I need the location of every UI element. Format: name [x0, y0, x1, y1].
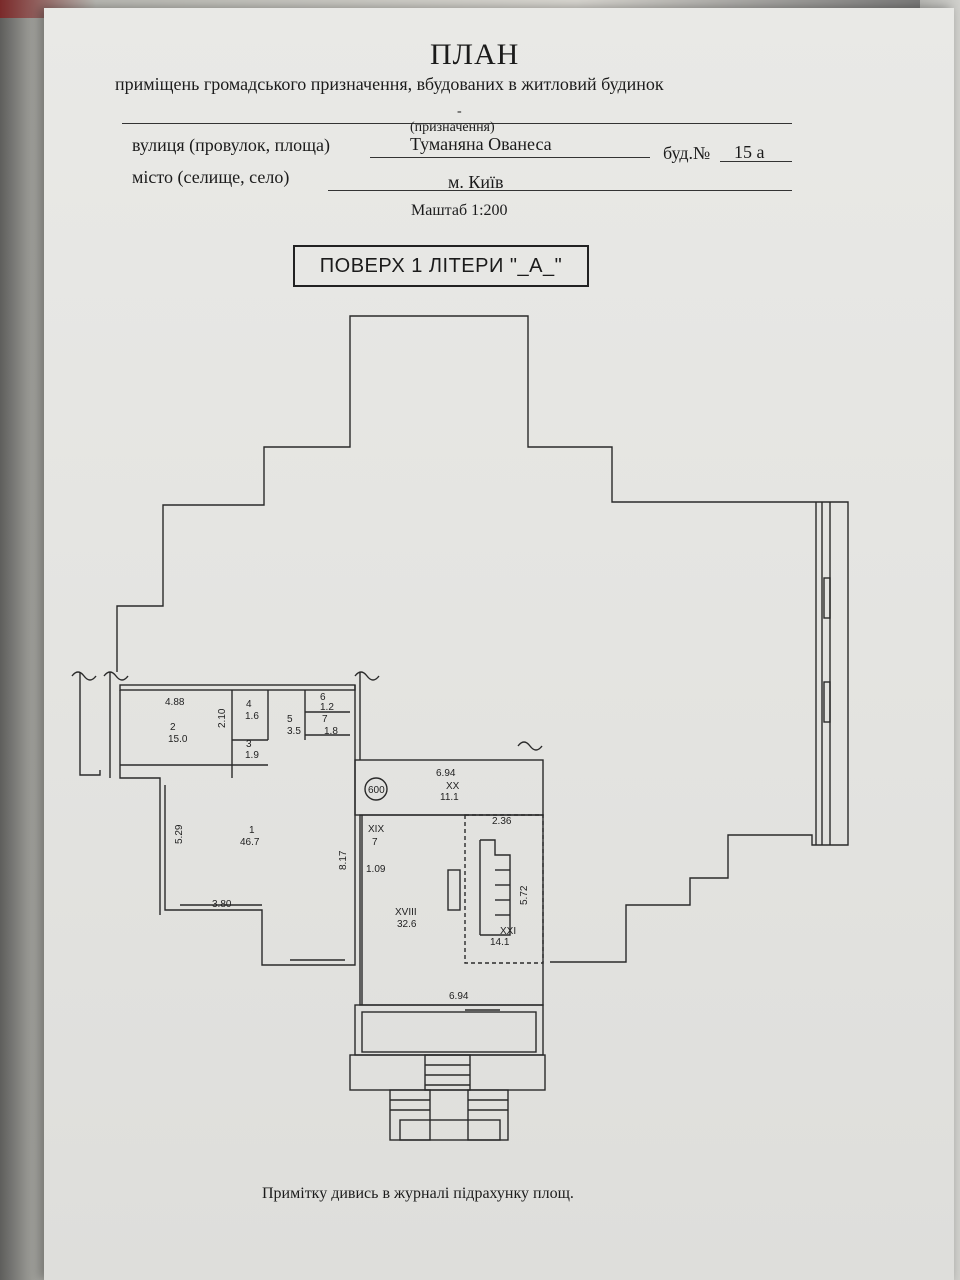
room-area: 11.1 [440, 792, 459, 803]
plan-title: ПЛАН [430, 38, 520, 71]
plan-subtitle: приміщень громадського призначення, вбуд… [115, 74, 664, 94]
room-area: 32.6 [397, 919, 417, 930]
dim-label: 2.10 [217, 708, 228, 728]
room-area: 1.6 [245, 711, 259, 722]
backdrop-left [0, 0, 52, 1280]
dim-label: 3.80 [212, 899, 232, 910]
dim-label: 6.94 [449, 991, 469, 1002]
building-label: буд.№ [663, 143, 711, 163]
room-area: 15.0 [168, 734, 188, 745]
street-underline [370, 157, 650, 158]
building-underline [720, 161, 792, 162]
marker-label: 600 [368, 785, 385, 796]
room-area: 7 [372, 837, 378, 848]
dim-label: 8.17 [338, 850, 349, 870]
city-value: м. Київ [448, 172, 504, 192]
wall [119, 690, 161, 915]
dim-label: 1.09 [366, 864, 386, 875]
footer-note: Примітку дивись в журналі підрахунку пло… [262, 1185, 574, 1202]
floor-label: ПОВЕРХ 1 ЛІТЕРИ "_А_" [293, 245, 589, 287]
room-area: 1.8 [324, 726, 338, 737]
room-area: 3.5 [287, 726, 301, 737]
wall [164, 785, 356, 966]
room-area: 46.7 [240, 837, 260, 848]
purpose-underline [122, 123, 792, 124]
room-number: 7 [322, 714, 328, 725]
building-outline-right [550, 501, 849, 963]
dim-label: 6.94 [436, 768, 456, 779]
room-number: 1 [249, 825, 255, 836]
street-value: Туманяна Ованеса [410, 134, 552, 154]
room-number: XX [446, 781, 460, 792]
dim-label: 5.29 [174, 824, 185, 844]
dim-label: 4.88 [165, 697, 185, 708]
room-number: 5 [287, 714, 293, 725]
room-number: 4 [246, 699, 252, 710]
room-number: XXI [500, 926, 516, 937]
building-outline [116, 315, 816, 672]
room-area: 1.9 [245, 750, 259, 761]
dim-label: 5.72 [519, 885, 530, 905]
room-number: XVIII [395, 907, 417, 918]
purpose-caption: (призначення) [410, 120, 495, 135]
room-number: 3 [246, 739, 252, 750]
city-label: місто (селище, село) [132, 167, 290, 187]
room-area: 14.1 [490, 937, 510, 948]
building-value: 15 а [734, 142, 765, 162]
room-number: 2 [170, 722, 176, 733]
wall [79, 672, 101, 776]
room-area: 1.2 [320, 702, 334, 713]
city-underline [328, 190, 792, 191]
scale-label: Маштаб 1:200 [411, 202, 508, 219]
document-sheet [44, 8, 954, 1280]
room-number: XIX [368, 824, 384, 835]
purpose-value: - [457, 104, 462, 119]
street-label: вулиця (провулок, площа) [132, 135, 331, 155]
dim-label: 2.36 [492, 816, 512, 827]
room-number: 6 [320, 692, 326, 703]
